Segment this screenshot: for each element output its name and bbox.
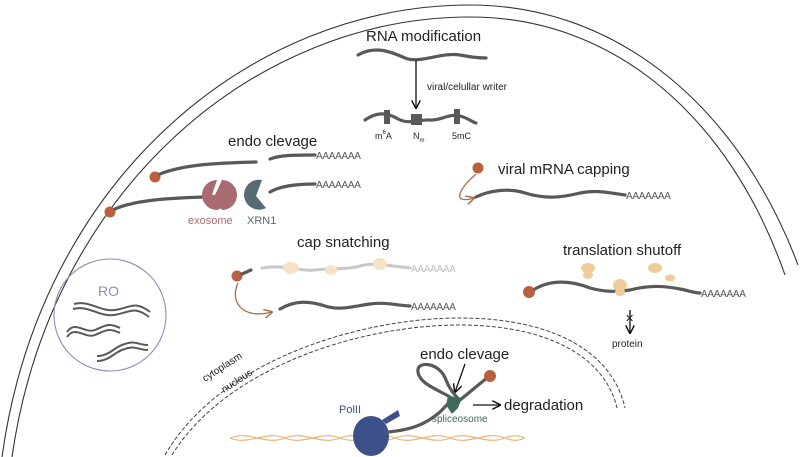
nuclear-panel: endo clevage PolII spliceosome degradati… xyxy=(229,346,583,456)
m6a-label-part: m xyxy=(375,131,383,141)
ribosome-faded xyxy=(283,262,299,274)
dna-helix-part xyxy=(229,435,526,441)
dsrna-icon-part xyxy=(96,346,149,362)
nuclear-envelope-part xyxy=(164,317,626,456)
degradation-label: degradation xyxy=(504,397,583,414)
endo-cleavage-panel-part xyxy=(202,180,229,210)
dsrna-icon-part xyxy=(73,302,151,313)
5mc-mark xyxy=(454,109,460,124)
5mc-label: 5mC xyxy=(452,131,472,141)
polii-icon xyxy=(353,416,389,456)
polya-tail: AAAAAAA xyxy=(626,191,671,202)
endo-cleavage-title: endo clevage xyxy=(228,133,317,150)
host-mrna xyxy=(533,280,702,295)
spliceosome-icon xyxy=(446,396,462,414)
cap-icon xyxy=(484,370,496,382)
endo-cleavage-panel: endo clevage AAAAAAA exosome XRN1 AAAAAA… xyxy=(104,133,362,227)
polii-nascent-icon xyxy=(382,410,400,424)
polya-tail: AAAAAAA xyxy=(701,289,746,300)
viral-capping-panel: viral mRNA capping AAAAAAA xyxy=(459,161,672,202)
polii-label: PolII xyxy=(339,404,361,416)
nuclear-envelope-part xyxy=(171,324,618,456)
rna-5-fragment xyxy=(158,160,258,176)
m6a-mark xyxy=(384,110,390,124)
m6a-label: m6A xyxy=(375,130,392,141)
nm-mark xyxy=(411,114,422,125)
nuclear-endo-title: endo clevage xyxy=(420,346,509,363)
polya-tail: AAAAAAA xyxy=(411,302,456,313)
viral-mrna-snatched xyxy=(278,300,412,311)
cap-icon xyxy=(149,171,161,183)
dsrna-icon-part xyxy=(72,307,150,318)
xrn1-substrate-rna xyxy=(268,182,317,194)
ro-label: RO xyxy=(98,283,119,299)
translation-shutoff-title: translation shutoff xyxy=(563,242,682,259)
ro-membrane xyxy=(53,258,167,372)
polya-tail: AAAAAAA xyxy=(316,180,361,191)
cell-membrane xyxy=(1,4,799,457)
blocked-icon: ✕ xyxy=(625,313,634,325)
nm-label-part: m xyxy=(420,138,425,144)
m6a-label-part: A xyxy=(386,131,392,141)
translation-shutoff-panel: translation shutoff AAAAAAA ✕ protein xyxy=(523,242,747,350)
xrn1-label: XRN1 xyxy=(247,215,276,227)
ribosome-subunit xyxy=(648,263,662,273)
rna-modification-title: RNA modification xyxy=(366,28,481,45)
nuclear-envelope xyxy=(164,317,626,456)
dsrna-icon xyxy=(66,302,151,362)
unmodified-rna xyxy=(356,48,488,62)
exosome-substrate-rna xyxy=(113,195,207,211)
xrn1-icon xyxy=(244,179,266,210)
protein-label: protein xyxy=(612,339,643,350)
exosome-label: exosome xyxy=(188,215,233,227)
rna-modification-panel: RNA modification viral/celullar writer m… xyxy=(356,28,508,144)
ribosome-subunit xyxy=(665,274,675,282)
cell-membrane-part xyxy=(11,16,786,457)
cap-icon xyxy=(231,270,243,282)
nm-label-part: N xyxy=(413,131,420,141)
capping-arrow xyxy=(459,173,477,200)
ribosome xyxy=(615,288,625,296)
nm-label: Nm xyxy=(413,131,425,144)
snatching-arrow xyxy=(234,282,272,314)
viral-capping-title: viral mRNA capping xyxy=(498,161,630,178)
rna-3-fragment xyxy=(268,153,317,161)
cap-snatching-title: cap snatching xyxy=(297,234,390,251)
ribosome-faded xyxy=(373,258,387,270)
writer-label: viral/celullar writer xyxy=(427,82,508,93)
snatched-cap-stub xyxy=(240,268,253,276)
ribosome-subunit xyxy=(581,263,595,273)
cap-snatching-panel: cap snatching AAAAAAA AAAAAAA xyxy=(231,234,457,314)
m6a-label-part: 6 xyxy=(383,130,387,136)
ribosome-subunit xyxy=(583,271,593,279)
ribosome-faded xyxy=(325,265,337,275)
cap-icon xyxy=(472,162,484,174)
spliceosome-label: spliceosome xyxy=(432,414,488,425)
cell-membrane-part xyxy=(1,4,799,457)
cap-icon xyxy=(104,206,116,218)
polya-tail: AAAAAAA xyxy=(316,151,361,162)
dsrna-icon-part xyxy=(66,328,121,338)
cleavage-pointer-arrow xyxy=(455,363,466,392)
viral-mrna xyxy=(474,188,627,199)
dna-helix xyxy=(229,435,526,441)
cap-icon xyxy=(523,286,535,298)
dsrna-icon-part xyxy=(66,323,121,333)
replication-organelle: RO xyxy=(53,258,167,372)
polya-tail-faded: AAAAAAA xyxy=(411,264,456,275)
ribosome xyxy=(613,279,627,291)
dsrna-icon-part xyxy=(96,341,149,357)
